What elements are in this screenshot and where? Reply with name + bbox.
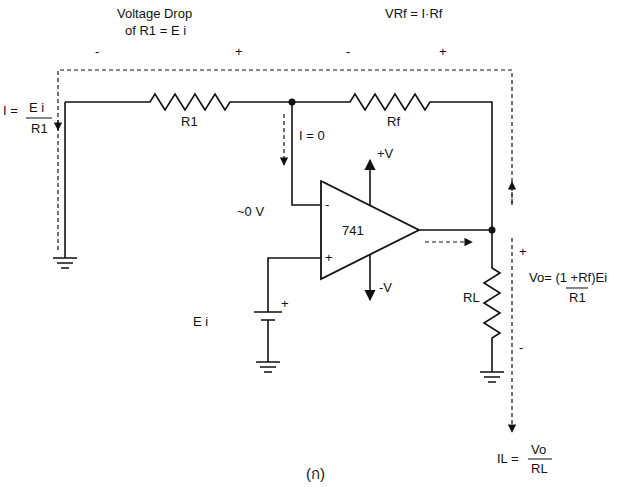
source-label: E i — [192, 314, 209, 329]
output-formula: R1 — [568, 290, 587, 305]
current-arrow — [57, 120, 58, 130]
inverting-input-wire — [292, 102, 320, 205]
output-current-arrow — [425, 241, 472, 242]
input-pin-sign: - — [325, 197, 329, 212]
load-current-path — [511, 238, 512, 432]
figure-caption: (ก) — [306, 462, 325, 486]
polarity-sign: + — [234, 44, 244, 59]
output-formula: Vo= (1 +Rf)Ei — [528, 270, 608, 285]
non-inverting-input-wire — [268, 258, 320, 312]
r1-resistor-wire — [65, 94, 492, 230]
op-amp-triangle — [320, 180, 422, 282]
junction-dot — [489, 227, 496, 234]
polarity-sign: + — [280, 296, 290, 311]
output-wire — [420, 229, 492, 231]
supply-positive — [369, 160, 371, 205]
load-resistor — [484, 230, 500, 372]
op-amp-outline — [321, 181, 419, 279]
load-current-formula: IL = — [496, 451, 520, 466]
fraction-bar — [26, 118, 588, 459]
input-pin-sign: + — [325, 250, 333, 265]
current-label: I = 0 — [298, 128, 326, 143]
ground-symbol — [256, 362, 280, 372]
annotation: Voltage Drop — [116, 6, 193, 21]
component-label: Rf — [386, 114, 401, 129]
voltage-label: ~0 V — [236, 204, 265, 219]
polarity-sign: - — [518, 340, 524, 355]
polarity-sign: - — [345, 44, 351, 59]
current-formula: R1 — [30, 121, 49, 136]
left-ground-wire — [64, 102, 66, 258]
supply-label: -V — [378, 280, 393, 295]
part-number: 741 — [342, 223, 364, 238]
bias-current-arrow — [283, 114, 284, 165]
junction-dot — [289, 99, 296, 106]
ground-symbol — [53, 258, 77, 268]
load-current-formula: RL — [530, 461, 549, 476]
supply-negative — [369, 255, 371, 300]
supply-label: +V — [376, 146, 394, 161]
polarity-sign: + — [438, 44, 448, 59]
polarity-sign: + — [518, 244, 528, 259]
annotation: of R1 = E i — [124, 23, 187, 38]
op-amp: - +741 — [320, 180, 420, 280]
current-formula: E i — [28, 100, 45, 115]
load-current-formula: Vo — [530, 442, 547, 457]
battery-ground-wire — [267, 320, 269, 362]
annotation: VRf = I·Rf — [384, 6, 443, 21]
ground-symbol — [480, 372, 504, 382]
battery-symbol — [254, 312, 282, 320]
current-path — [511, 182, 512, 205]
component-label: RL — [462, 290, 481, 305]
current-formula: I = — [2, 103, 19, 118]
current-path — [58, 70, 512, 250]
component-label: R1 — [180, 114, 199, 129]
polarity-sign: - — [94, 44, 100, 59]
